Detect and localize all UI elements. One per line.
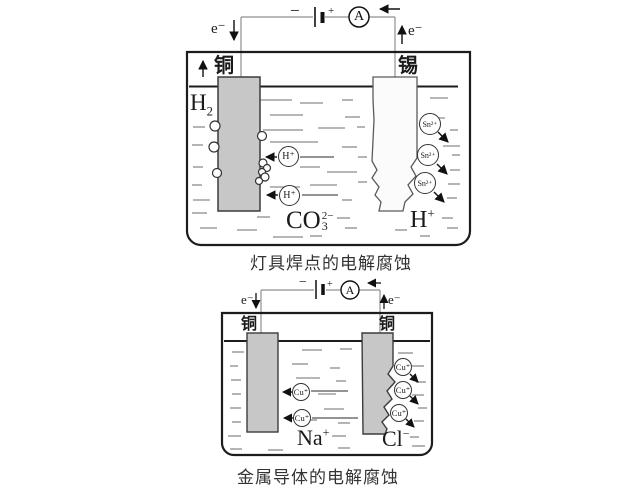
ammeter-label: A xyxy=(345,282,355,297)
tin-electrode-corroded xyxy=(371,76,418,212)
flow-arrows xyxy=(198,4,407,77)
sn-ion-arrow xyxy=(436,163,448,175)
copper-electrode-corroded xyxy=(361,332,396,435)
battery-plus-sign: + xyxy=(328,5,335,17)
battery-minus-sign: − xyxy=(290,1,300,20)
battery-symbol xyxy=(314,7,325,27)
sn-ion-arrow xyxy=(433,191,445,203)
battery-minus-sign: − xyxy=(299,275,307,290)
electrode-label-copper-right: 铜 xyxy=(379,316,396,333)
electron-label-left: e⁻ xyxy=(241,292,254,307)
copper-electrode-left xyxy=(246,332,279,433)
ion-tail-lines xyxy=(311,390,358,419)
cu-ion-circle: Cu⁺ xyxy=(394,358,412,376)
sn-ion-circle: Sn²⁺ xyxy=(417,144,439,166)
diagram2-caption: 金属导体的电解腐蚀 xyxy=(237,468,399,487)
copper-electrode xyxy=(217,76,261,212)
flow-arrows xyxy=(251,278,389,310)
sn-ion-circle: Sn²⁺ xyxy=(414,172,436,194)
h-ion-circle: H⁺ xyxy=(279,185,300,206)
cu-ion-circle: Cu⁺ xyxy=(292,383,310,401)
electrode-label-tin: 锡 xyxy=(398,55,418,77)
water-dashes xyxy=(192,97,460,238)
tank-outline xyxy=(220,311,434,457)
electron-label-right: e⁻ xyxy=(388,292,401,307)
hydrogen-gas-label: H2 xyxy=(190,90,213,119)
ammeter-label: A xyxy=(353,9,365,24)
electrode-label-copper: 铜 xyxy=(214,55,234,77)
cu-ion-arrow xyxy=(409,373,419,383)
sodium-label: Na+ xyxy=(297,425,330,450)
battery-plus-sign: + xyxy=(327,279,333,290)
ammeter-circle xyxy=(340,280,360,300)
gas-bubbles xyxy=(208,120,272,186)
ammeter-circle xyxy=(348,6,370,28)
sn-ion-arrow xyxy=(437,131,449,143)
water-dashes xyxy=(228,348,427,451)
sn-ion-circle: Sn²⁺ xyxy=(419,113,441,135)
chloride-label: Cl− xyxy=(382,426,410,451)
diagram1-caption: 灯具焊点的电解腐蚀 xyxy=(250,254,412,273)
diagram1-shapes xyxy=(185,4,472,247)
battery-symbol xyxy=(315,280,325,299)
tank-outline xyxy=(185,50,472,247)
cu-ion-arrow xyxy=(405,418,415,428)
circuit-wires xyxy=(260,289,381,333)
electron-label-right: e⁻ xyxy=(408,23,423,39)
electrode-label-copper-left: 铜 xyxy=(241,316,258,333)
cu-ion-circle: Cu⁺ xyxy=(293,409,311,427)
cu-ion-arrow xyxy=(409,395,419,405)
ion-tail-lines xyxy=(300,156,338,196)
cu-ion-circle: Cu⁺ xyxy=(394,381,412,399)
ion-arrows xyxy=(264,131,449,203)
diagram2-shapes xyxy=(220,278,434,457)
acid-label: H+ xyxy=(410,206,435,233)
circuit-wires xyxy=(240,16,396,77)
cu-ion-circle: Cu⁺ xyxy=(390,404,408,422)
electron-label-left: e⁻ xyxy=(211,21,226,37)
ion-arrows xyxy=(281,373,419,428)
h-ion-circle: H⁺ xyxy=(278,146,299,167)
